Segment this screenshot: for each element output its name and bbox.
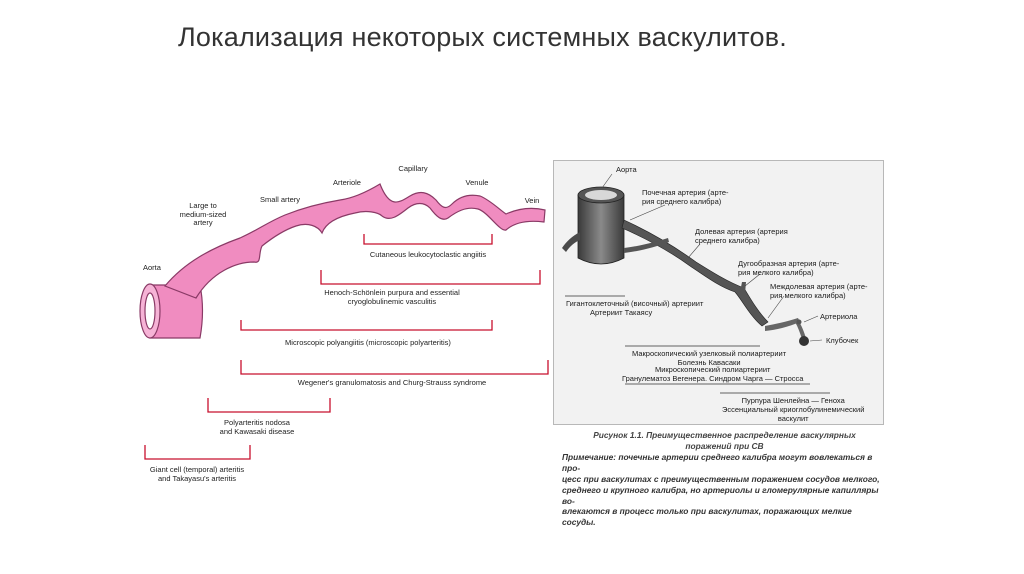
- rlabel-arteriole: Артериола: [820, 312, 858, 321]
- bracket-pan: [207, 398, 331, 413]
- caption-note-line: среднего и крупного калибра, но артериол…: [562, 484, 879, 506]
- caption-note-line: Примечание: почечные артерии среднего ка…: [562, 451, 873, 473]
- caption-note-line: цесс при васкулитах с преимущественным п…: [562, 473, 880, 484]
- arteriole-branch: [795, 320, 806, 339]
- caption-title-line: Рисунок 1.1. Преимущественное распределе…: [593, 430, 856, 440]
- rlabel-macroscopic: Макроскопический узелковый полиартериит …: [632, 349, 787, 367]
- lobar-branch: [740, 282, 746, 294]
- rlabel-renal: Почечная артерия (арте- рия среднего кал…: [642, 188, 729, 206]
- interlobular-artery: [765, 318, 800, 331]
- renal-artery: [621, 219, 769, 327]
- rlabel-arcuate: Дугообразная артерия (арте- рия мелкого …: [738, 259, 840, 277]
- rlabel-aorta: Аорта: [616, 165, 637, 174]
- rlabel-lobar: Долевая артерия (артерия среднего калибр…: [695, 227, 788, 245]
- bracket-microscopic: [240, 320, 493, 331]
- label-giant-cell: Giant cell (temporal) arteritis and Taka…: [149, 465, 245, 483]
- bracket-henoch: [320, 270, 541, 285]
- left-renal-branch: [562, 232, 580, 252]
- caption-title-line: поражений при СВ: [685, 440, 764, 451]
- label-microscopic: Microscopic polyangiitis (microscopic po…: [285, 338, 451, 347]
- label-small-artery: Small artery: [259, 195, 301, 204]
- rlabel-interlobular: Междолевая артерия (арте- рия мелкого ка…: [770, 282, 868, 300]
- rlabel-glomerulus: Клубочек: [826, 336, 859, 345]
- vessel-tube: [164, 183, 546, 299]
- aorta-cylinder: [577, 186, 625, 265]
- bracket-giant-cell: [144, 445, 251, 460]
- label-wegener: Wegener's granulomatosis and Churg-Strau…: [297, 378, 487, 387]
- label-venule: Venule: [465, 178, 489, 187]
- label-capillary: Capillary: [398, 164, 428, 173]
- slide-title: Локализация некоторых системных васкулит…: [178, 22, 788, 52]
- label-cutaneous: Cutaneous leukocytoclastic angiitis: [369, 250, 487, 259]
- label-vein: Vein: [524, 196, 540, 205]
- rlabel-giant-cell: Гигантоклеточный (височный) артериит Арт…: [566, 299, 704, 317]
- rlabel-microscopic: Микроскопический полиартериит Гранулемат…: [622, 365, 804, 383]
- figure-caption: Рисунок 1.1. Преимущественное распределе…: [562, 430, 887, 528]
- caption-note-line: влекаются в процесс только при васкулита…: [562, 506, 852, 528]
- bracket-wegener: [240, 360, 549, 375]
- label-pan: Polyarteritis nodosa and Kawasaki diseas…: [219, 418, 295, 436]
- glomerulus-shape: [799, 336, 809, 346]
- label-henoch: Henoch-Schönlein purpura and essential c…: [324, 288, 460, 306]
- rlabel-purpura: Пурпура Шенлейна — Геноха Эссенциальный …: [722, 396, 865, 423]
- label-large-artery: Large to medium-sized artery: [179, 201, 227, 228]
- bracket-cutaneous: [363, 234, 493, 245]
- label-aorta: Aorta: [143, 263, 161, 272]
- label-arteriole: Arteriole: [333, 178, 361, 187]
